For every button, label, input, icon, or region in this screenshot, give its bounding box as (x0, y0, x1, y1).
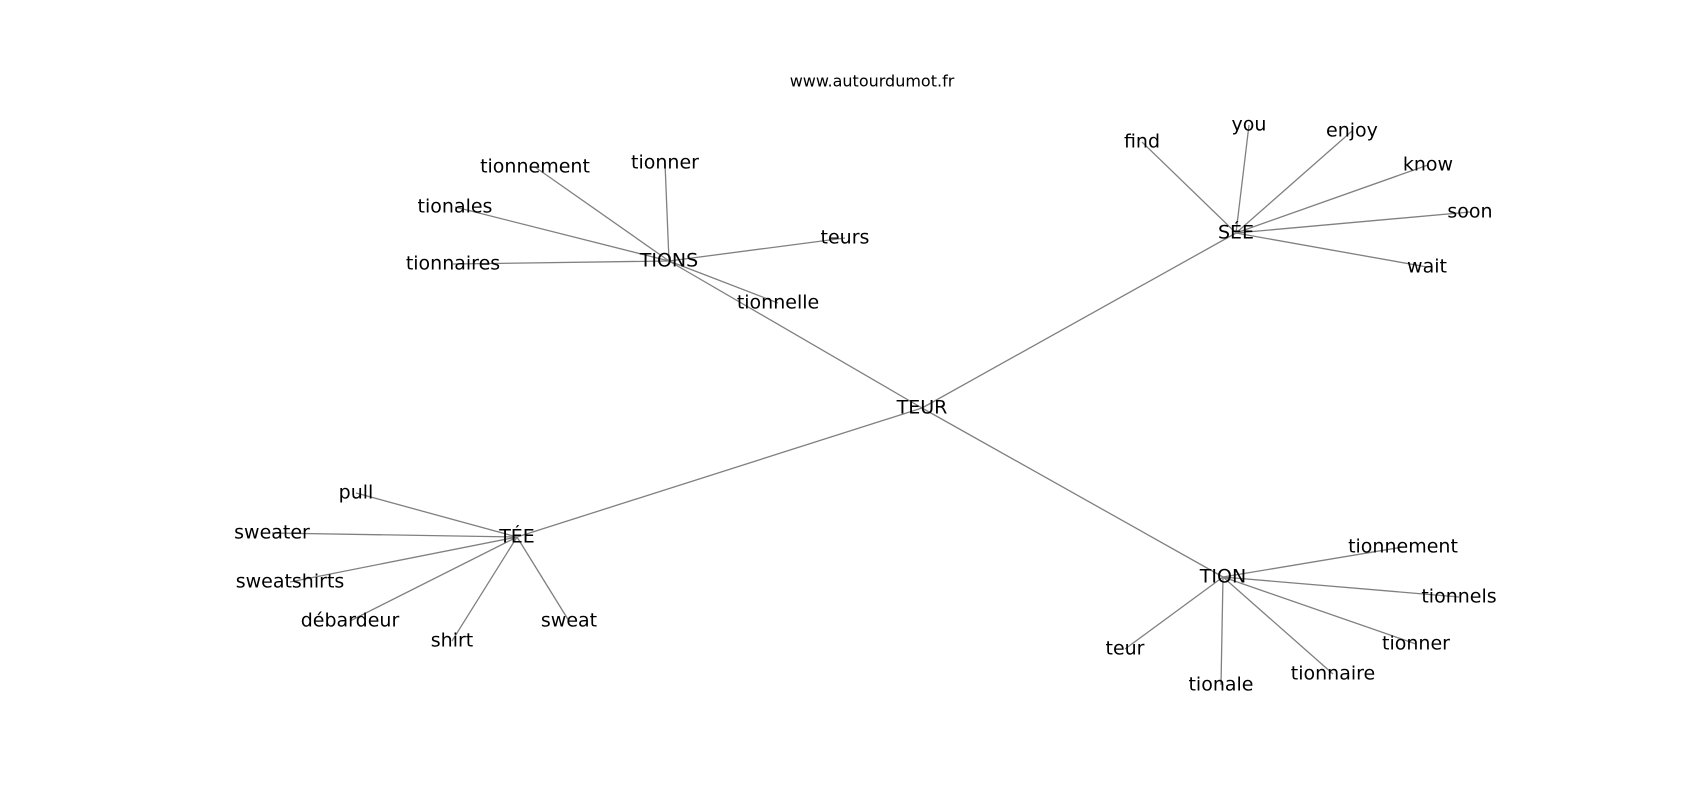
edge-see-3 (1235, 164, 1429, 234)
node-tion-leaf-2: tionner (1382, 633, 1450, 655)
edge-see-2 (1235, 130, 1353, 234)
node-tions-leaf-0: tionnement (480, 156, 590, 178)
node-see-leaf-5: wait (1407, 256, 1447, 278)
edge-tee-3 (349, 536, 518, 622)
edge-tion-4 (1220, 576, 1224, 686)
edge-tion-3 (1222, 576, 1334, 675)
node-tions: TIONS (639, 250, 698, 272)
edge-see-0 (1141, 141, 1237, 234)
node-tion-leaf-0: tionnement (1348, 536, 1458, 558)
edge-tions-5 (668, 260, 779, 304)
edge-tion-5 (1124, 576, 1224, 650)
node-tion-leaf-5: teur (1106, 638, 1145, 660)
node-see-leaf-3: know (1403, 154, 1453, 176)
graph-edges (271, 124, 1471, 686)
edge-tions-0 (534, 166, 670, 262)
node-tee-leaf-0: pull (339, 482, 374, 504)
edge-tion-2 (1222, 576, 1417, 645)
edge-tee-0 (355, 492, 518, 538)
edge-see-1 (1235, 124, 1250, 234)
node-see-leaf-4: soon (1447, 201, 1492, 223)
edge-see-4 (1235, 211, 1471, 234)
edge-tion-1 (1222, 576, 1460, 598)
node-tee-leaf-3: débardeur (301, 610, 400, 632)
edge-root-tee (516, 407, 923, 538)
node-tion-leaf-4: tionale (1188, 674, 1253, 696)
node-see-leaf-0: find (1124, 131, 1160, 153)
edge-root-tion (921, 407, 1224, 578)
edge-tion-0 (1222, 546, 1404, 578)
edge-tions-4 (452, 260, 670, 265)
edge-see-5 (1235, 232, 1428, 268)
node-tions-leaf-4: tionnaires (406, 253, 500, 275)
graph-nodes: TEUR TIONS tionnement tionner tionales teurs t… (234, 114, 1497, 696)
edge-tions-3 (668, 237, 846, 262)
edge-tions-1 (664, 162, 670, 262)
node-tions-leaf-3: teurs (821, 227, 870, 249)
node-see: SÉE (1218, 221, 1254, 244)
node-see-leaf-2: enjoy (1326, 120, 1378, 142)
node-teur-root: TEUR (896, 397, 948, 419)
node-tions-leaf-5: tionnelle (737, 292, 819, 314)
node-tion: TION (1199, 566, 1246, 588)
edge-tee-1 (271, 532, 518, 538)
edge-tee-4 (451, 536, 518, 642)
node-tee-leaf-1: sweater (234, 522, 310, 544)
edge-tee-2 (289, 536, 518, 583)
edge-root-tions (668, 260, 923, 409)
site-url: www.autourdumot.fr (790, 72, 955, 91)
node-tion-leaf-3: tionnaire (1291, 663, 1375, 685)
edge-tee-5 (516, 536, 570, 622)
node-tion-leaf-1: tionnels (1421, 586, 1496, 608)
edge-root-see (921, 232, 1237, 409)
node-tions-leaf-1: tionner (631, 152, 699, 174)
node-tee-leaf-2: sweatshirts (236, 571, 345, 593)
node-tee-leaf-4: shirt (431, 630, 473, 652)
node-see-leaf-1: you (1232, 114, 1267, 136)
node-tee-leaf-5: sweat (541, 610, 597, 632)
node-tions-leaf-2: tionales (418, 196, 493, 218)
edge-tions-2 (454, 206, 670, 262)
node-tee: TÉE (498, 525, 535, 548)
